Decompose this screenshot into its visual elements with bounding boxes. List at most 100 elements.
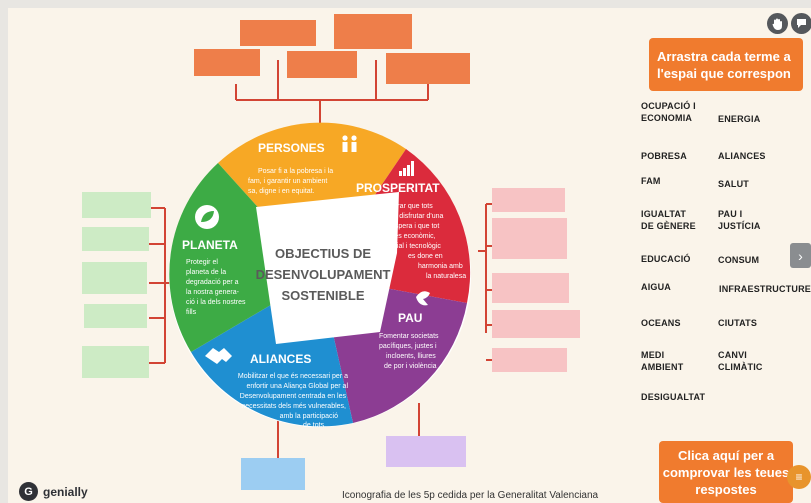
prosperitat-line: vida pròspera i que tot [370,223,439,230]
planeta-line: degradació per a [186,279,239,286]
pau-line: pacífiques, justes i [379,343,437,350]
draggable-term[interactable]: IGUALTAT DE GÈNERE [641,209,696,231]
draggable-term[interactable]: MEDI AMBIENT [641,350,684,372]
draggable-term[interactable]: POBRESA [641,151,687,161]
persones-line: fam, i garantir un ambient [248,178,327,185]
drop-slot[interactable] [287,51,357,78]
persones-segment [218,122,406,276]
center-line-1: OBJECTIUS DE [275,246,371,261]
planeta-title: PLANETA [182,238,238,252]
persones-line: Posar fi a la pobresa i la [258,168,333,175]
aliances-line: amb la participació [280,413,338,420]
planeta-line: ció i la dels nostres [186,299,246,306]
people-icon [342,135,357,152]
check-answers-label: Clica aquí per a comprovar les teues res… [662,447,790,497]
slide-canvas: OBJECTIUS DE DESENVOLUPAMENT SOSTENIBLE … [8,8,811,503]
drop-slot[interactable] [240,20,316,46]
draggable-term[interactable]: INFRAESTRUCTURES [719,284,811,294]
handshake-icon [205,348,232,364]
prosperitat-line: social i tecnològic [386,243,441,250]
aliances-title: ALIANCES [250,352,311,366]
drop-slot[interactable] [194,49,260,76]
persones-content: PERSONES Posar fi a la pobresa i la fam,… [248,135,357,195]
check-answers-button[interactable]: Clica aquí per a comprovar les teues res… [659,441,793,503]
draggable-term[interactable]: SALUT [718,179,749,189]
sdg-wheel [169,122,471,427]
aliances-content: ALIANCES Mobilitzar el que és necessari … [205,348,348,429]
draggable-term[interactable]: ENERGIA [718,114,761,124]
drop-slot[interactable] [82,262,147,294]
aliances-line: de tots. [303,422,326,429]
drop-slot[interactable] [82,346,149,378]
pau-line: de por i violència [384,363,437,370]
center-pentagon [256,192,399,344]
draggable-term[interactable]: EDUCACIÓ [641,254,691,264]
center-line-3: SOSTENIBLE [281,288,364,303]
hand-icon[interactable] [767,13,788,34]
prosperitat-content: PROSPERITAT Assegurar que tots puguen di… [356,161,466,280]
aliances-line: necessitats dels més vulnerables, [241,403,346,410]
prosperitat-title: PROSPERITAT [356,181,440,195]
planeta-content: PLANETA Protegir el planeta de la degrad… [182,205,246,316]
draggable-term[interactable]: OCEANS [641,318,681,328]
genially-wordmark: genially [43,484,88,499]
draggable-term[interactable]: PAU I JUSTÍCIA [718,209,761,231]
chat-icon[interactable] [791,13,811,34]
persones-title: PERSONES [258,141,325,155]
pau-title: PAU [398,311,422,325]
drop-slots [82,14,580,490]
aliances-line: enfortir una Aliança Global per al [246,383,348,390]
prosperitat-line: puguen disfrutar d'una [374,213,444,220]
prosperitat-line: es done en [408,253,443,260]
genially-logo[interactable]: G genially [19,482,88,501]
drop-slot[interactable] [82,227,149,251]
draggable-term[interactable]: DESIGUALTAT [641,392,706,402]
center-line-2: DESENVOLUPAMENT [256,267,391,282]
center-title: OBJECTIUS DE DESENVOLUPAMENT SOSTENIBLE [256,246,391,303]
image-credit: Iconografia de les 5p cedida per la Gene… [342,490,599,501]
planeta-line: planeta de la [186,269,226,276]
sdg-diagram: OBJECTIUS DE DESENVOLUPAMENT SOSTENIBLE … [82,14,580,490]
drop-slot[interactable] [492,348,567,372]
aliances-line: Mobilitzar el que és necessari per a [238,373,348,380]
chevron-right-icon: › [798,247,803,264]
planeta-line: fills [186,309,197,316]
pau-line: Fomentar societats [379,333,439,340]
draggable-term[interactable]: CONSUM [718,255,760,265]
draggable-term[interactable]: AIGUA [641,282,671,292]
drop-slot[interactable] [492,273,569,303]
drop-slot[interactable] [492,310,580,338]
drop-slot[interactable] [84,304,147,328]
prosperitat-line: la naturalesa [426,273,466,280]
planeta-line: la nostra genera- [186,289,240,296]
drop-slot[interactable] [241,458,305,490]
bar-chart-icon [399,161,414,176]
prosperitat-line: progrés econòmic, [378,233,436,240]
pau-line: incloents, lliures [386,353,436,360]
draggable-term[interactable]: OCUPACIÓ I ECONOMIA [641,101,696,123]
drop-slot[interactable] [334,14,412,49]
draggable-term[interactable]: CIUTATS [718,318,758,328]
planeta-line: Protegir el [186,259,218,266]
draggable-term[interactable]: ALIANCES [718,151,766,161]
prosperitat-line: harmonia amb [418,263,463,270]
dove-icon [416,291,430,306]
aliances-line: Desenvolupament centrada en les [240,393,347,400]
drop-slot[interactable] [82,192,151,218]
menu-icon: ≡ [795,470,803,484]
persones-line: sa, digne i en equitat. [248,188,315,195]
next-slide-button[interactable]: › [790,243,811,268]
menu-button[interactable]: ≡ [787,465,811,489]
pau-content: PAU Fomentar societats pacífiques, juste… [379,291,439,370]
genially-icon: G [19,482,38,501]
instructions-text: Arrastra cada terme a l'espai que corres… [657,48,791,81]
drop-slot[interactable] [492,218,567,259]
drop-slot[interactable] [386,436,466,467]
prosperitat-line: Assegurar que tots [374,203,433,210]
leaf-icon [201,211,214,222]
drop-slot[interactable] [386,53,470,84]
draggable-term[interactable]: CANVI CLIMÀTIC [718,350,763,372]
draggable-term[interactable]: FAM [641,176,661,186]
drop-slot[interactable] [492,188,565,212]
instructions-banner: Arrastra cada terme a l'espai que corres… [649,38,803,91]
